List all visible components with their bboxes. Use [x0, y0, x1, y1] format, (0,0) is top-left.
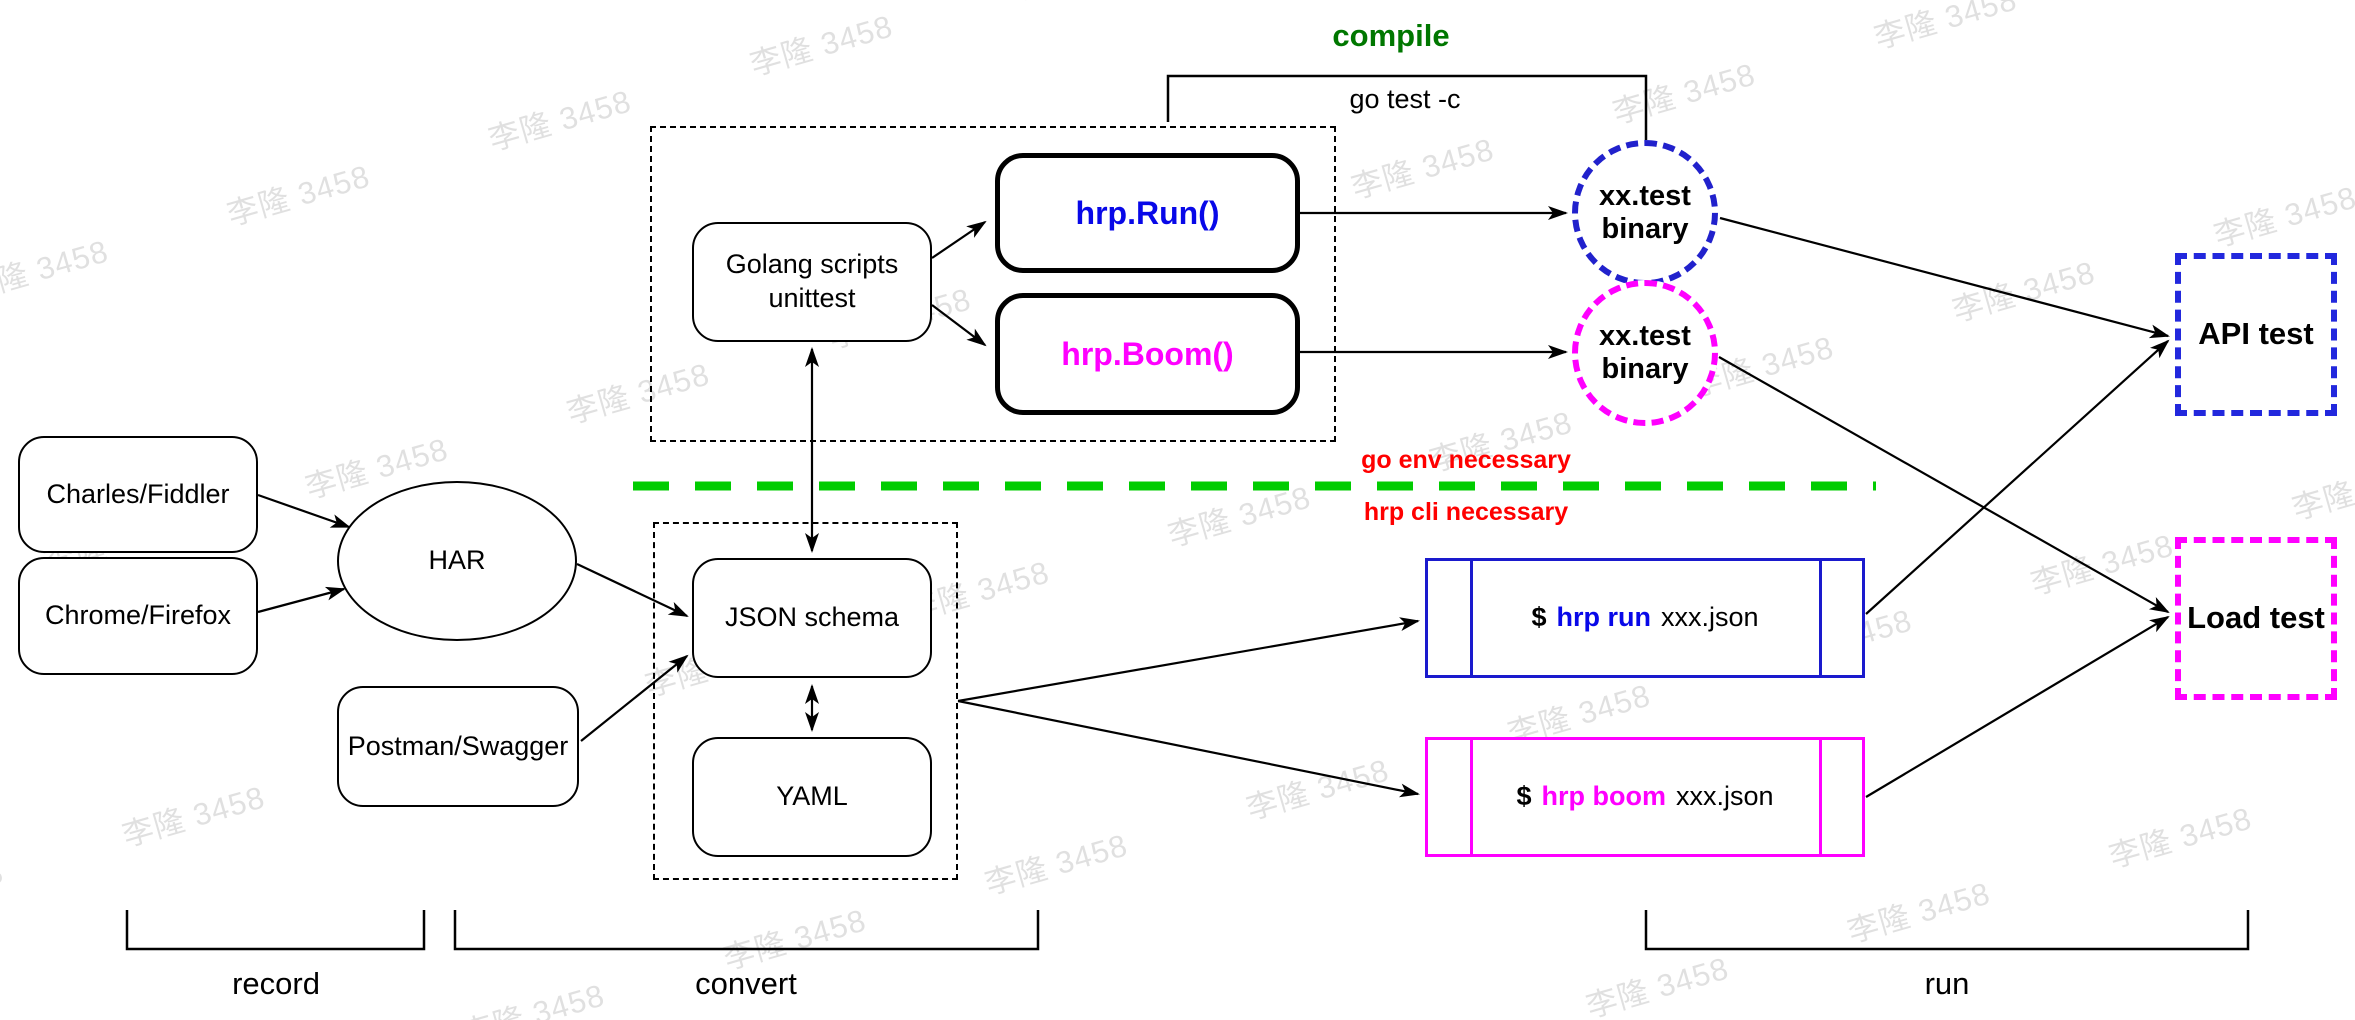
run-bracket [1644, 910, 2250, 951]
node-hrp-boom-command: $ hrp boom xxx.json [1425, 737, 1865, 857]
compile-command-label: go test -c [1349, 84, 1461, 114]
node-hrp-run: hrp.Run() [995, 153, 1300, 273]
node-label: JSON schema [724, 602, 900, 633]
stage-label-convert: convert [695, 966, 797, 1001]
arrow-hrpboomcli-to-loadtest [1865, 615, 2170, 798]
node-hrp-run-command: $ hrp run xxx.json [1425, 558, 1865, 678]
node-label: HAR [428, 545, 486, 576]
arrow-convert-to-hrprun-cli [957, 617, 1420, 703]
command-argument: xxx.json [1660, 602, 1759, 633]
node-label: Postman/Swagger [347, 730, 569, 761]
arrow-golang-to-hrpboom [931, 304, 987, 347]
arrow-chrome-to-har [257, 586, 346, 614]
compile-label: compile [1332, 18, 1450, 53]
node-chrome-firefox: Chrome/Firefox [18, 557, 258, 675]
node-label: Golang scripts unittest [725, 249, 899, 313]
stage-label-record: record [232, 966, 320, 1001]
node-xxtest-binary-api: xx.test binary [1572, 140, 1718, 286]
node-label: hrp.Run() [1075, 195, 1220, 231]
node-postman-swagger: Postman/Swagger [337, 686, 579, 807]
node-json-schema: JSON schema [692, 558, 932, 678]
node-label: API test [2198, 316, 2314, 352]
hrp-cli-note: hrp cli necessary [1363, 498, 1569, 526]
node-label: Chrome/Firefox [44, 600, 232, 631]
node-label: Load test [2187, 600, 2325, 636]
node-xxtest-binary-load: xx.test binary [1572, 280, 1718, 426]
command-text: hrp boom [1541, 781, 1666, 812]
arrow-hrpruncli-to-apitest [1865, 339, 2170, 615]
convert-bracket [453, 910, 1040, 951]
arrow-postman-to-json [580, 654, 689, 742]
shell-prompt: $ [1516, 781, 1532, 812]
arrow-charles-to-har [257, 493, 351, 529]
arrow-golang-to-hrprun [931, 220, 987, 259]
node-label: YAML [776, 781, 848, 812]
command-text: hrp run [1556, 602, 1651, 633]
node-label: Charles/Fiddler [46, 478, 230, 509]
node-har: HAR [337, 481, 577, 641]
node-api-test: API test [2175, 253, 2337, 416]
node-load-test: Load test [2175, 537, 2337, 700]
shell-prompt: $ [1531, 602, 1547, 633]
record-bracket [125, 910, 426, 951]
golang-env-region [650, 126, 1336, 442]
node-label: hrp.Boom() [1061, 336, 1234, 372]
node-golang-scripts: Golang scripts unittest [692, 222, 932, 342]
command-argument: xxx.json [1675, 781, 1774, 812]
node-yaml: YAML [692, 737, 932, 857]
go-env-note: go env necessary [1361, 446, 1571, 474]
arrow-bluebinary-to-apitest [1719, 216, 2170, 339]
stage-label-run: run [1924, 966, 1970, 1001]
node-hrp-boom: hrp.Boom() [995, 293, 1300, 415]
node-charles-fiddler: Charles/Fiddler [18, 436, 258, 553]
arrow-convert-to-hrpboom-cli [957, 699, 1420, 798]
arrow-har-to-json [576, 563, 689, 617]
compile-bracket [1166, 74, 1648, 140]
arrow-magentabinary-to-loadtest [1718, 356, 2170, 613]
convert-region [653, 522, 958, 880]
